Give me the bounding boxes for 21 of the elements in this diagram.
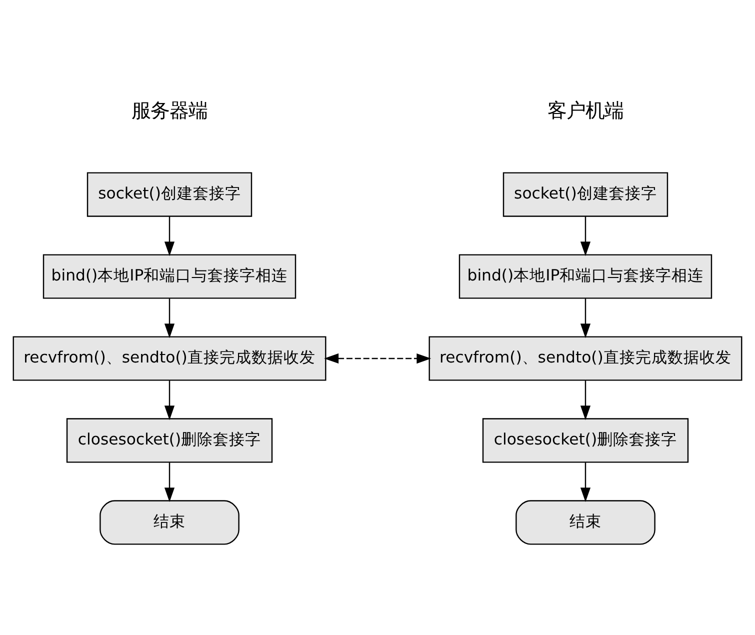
arrow bbox=[580, 380, 591, 420]
arrow bbox=[164, 298, 175, 338]
label: 客户机端 bbox=[547, 99, 624, 122]
arrow bbox=[580, 462, 591, 502]
arrow bbox=[164, 462, 175, 502]
node-box: socket()创建套接字 bbox=[86, 172, 252, 217]
node-box: bind()本地IP和端口与套接字相连 bbox=[458, 254, 712, 299]
node-box: 结束 bbox=[516, 500, 656, 545]
arrow bbox=[580, 216, 591, 256]
arrow bbox=[324, 353, 432, 364]
arrow bbox=[164, 380, 175, 420]
node-box: recvfrom()、sendto()直接完成数据收发 bbox=[428, 336, 742, 381]
node-box: 结束 bbox=[100, 500, 240, 545]
node-box: bind()本地IP和端口与套接字相连 bbox=[42, 254, 296, 299]
label: 服务器端 bbox=[132, 99, 208, 122]
node-box: closesocket()删除套接字 bbox=[66, 418, 273, 463]
arrow bbox=[164, 216, 175, 256]
node-box: closesocket()删除套接字 bbox=[482, 418, 689, 463]
node-box: socket()创建套接字 bbox=[502, 172, 668, 217]
node-box: recvfrom()、sendto()直接完成数据收发 bbox=[12, 336, 326, 381]
arrow bbox=[580, 298, 591, 338]
